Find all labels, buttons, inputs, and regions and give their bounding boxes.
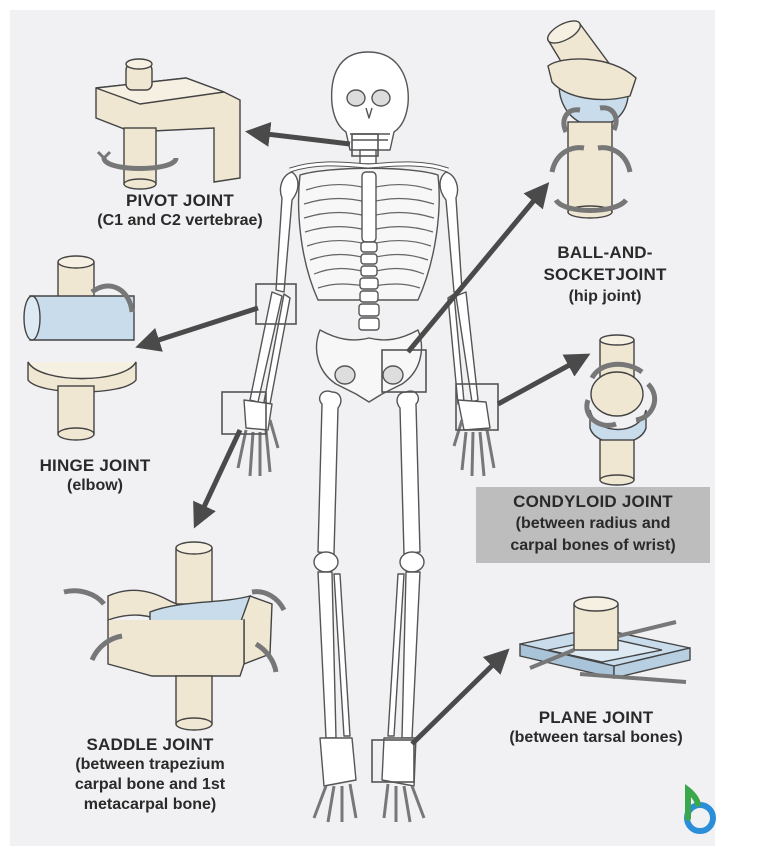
plane-joint-subtitle: (between tarsal bones) xyxy=(470,728,722,748)
condyloid-joint-subtitle-1: (between radius and xyxy=(476,513,710,535)
plane-joint-model xyxy=(520,597,690,682)
hinge-joint-label: HINGE JOINT (elbow) xyxy=(10,456,180,496)
pivot-joint-model xyxy=(96,59,240,189)
hinge-joint-model xyxy=(24,256,136,440)
arrow-to-hinge xyxy=(140,308,258,346)
logo xyxy=(687,790,713,831)
skeleton xyxy=(238,52,494,822)
saddle-joint-model xyxy=(64,542,284,730)
saddle-joint-title: SADDLE JOINT xyxy=(25,735,275,755)
condyloid-joint-label: CONDYLOID JOINT (between radius and carp… xyxy=(476,487,710,563)
condyloid-joint-title: CONDYLOID JOINT xyxy=(476,491,710,513)
hinge-joint-subtitle: (elbow) xyxy=(10,476,180,496)
ball-and-socket-joint-label: BALL-AND- SOCKETJOINT (hip joint) xyxy=(525,242,685,308)
condyloid-joint-subtitle-2: carpal bones of wrist) xyxy=(476,535,710,557)
saddle-joint-subtitle-1: (between trapezium xyxy=(25,755,275,775)
ball-joint-title-2: SOCKETJOINT xyxy=(525,264,685,286)
ball-joint-title-1: BALL-AND- xyxy=(525,242,685,264)
saddle-joint-label: SADDLE JOINT (between trapezium carpal b… xyxy=(25,735,275,815)
ball-and-socket-joint-model xyxy=(544,16,636,218)
arrow-to-pivot xyxy=(250,132,350,144)
saddle-joint-subtitle-2: carpal bone and 1st xyxy=(25,775,275,795)
skull xyxy=(332,52,409,150)
pivot-joint-title: PIVOT JOINT xyxy=(85,191,275,211)
hinge-joint-title: HINGE JOINT xyxy=(10,456,180,476)
plane-joint-title: PLANE JOINT xyxy=(470,708,722,728)
pivot-joint-label: PIVOT JOINT (C1 and C2 vertebrae) xyxy=(85,191,275,231)
spine xyxy=(359,242,379,330)
saddle-joint-subtitle-3: metacarpal bone) xyxy=(25,795,275,815)
arrow-to-saddle xyxy=(196,430,240,524)
pivot-joint-subtitle: (C1 and C2 vertebrae) xyxy=(85,211,275,231)
arrow-to-condyloid xyxy=(498,356,586,404)
ball-joint-subtitle: (hip joint) xyxy=(525,286,685,308)
condyloid-joint-model xyxy=(587,335,655,485)
plane-joint-label: PLANE JOINT (between tarsal bones) xyxy=(470,708,722,748)
